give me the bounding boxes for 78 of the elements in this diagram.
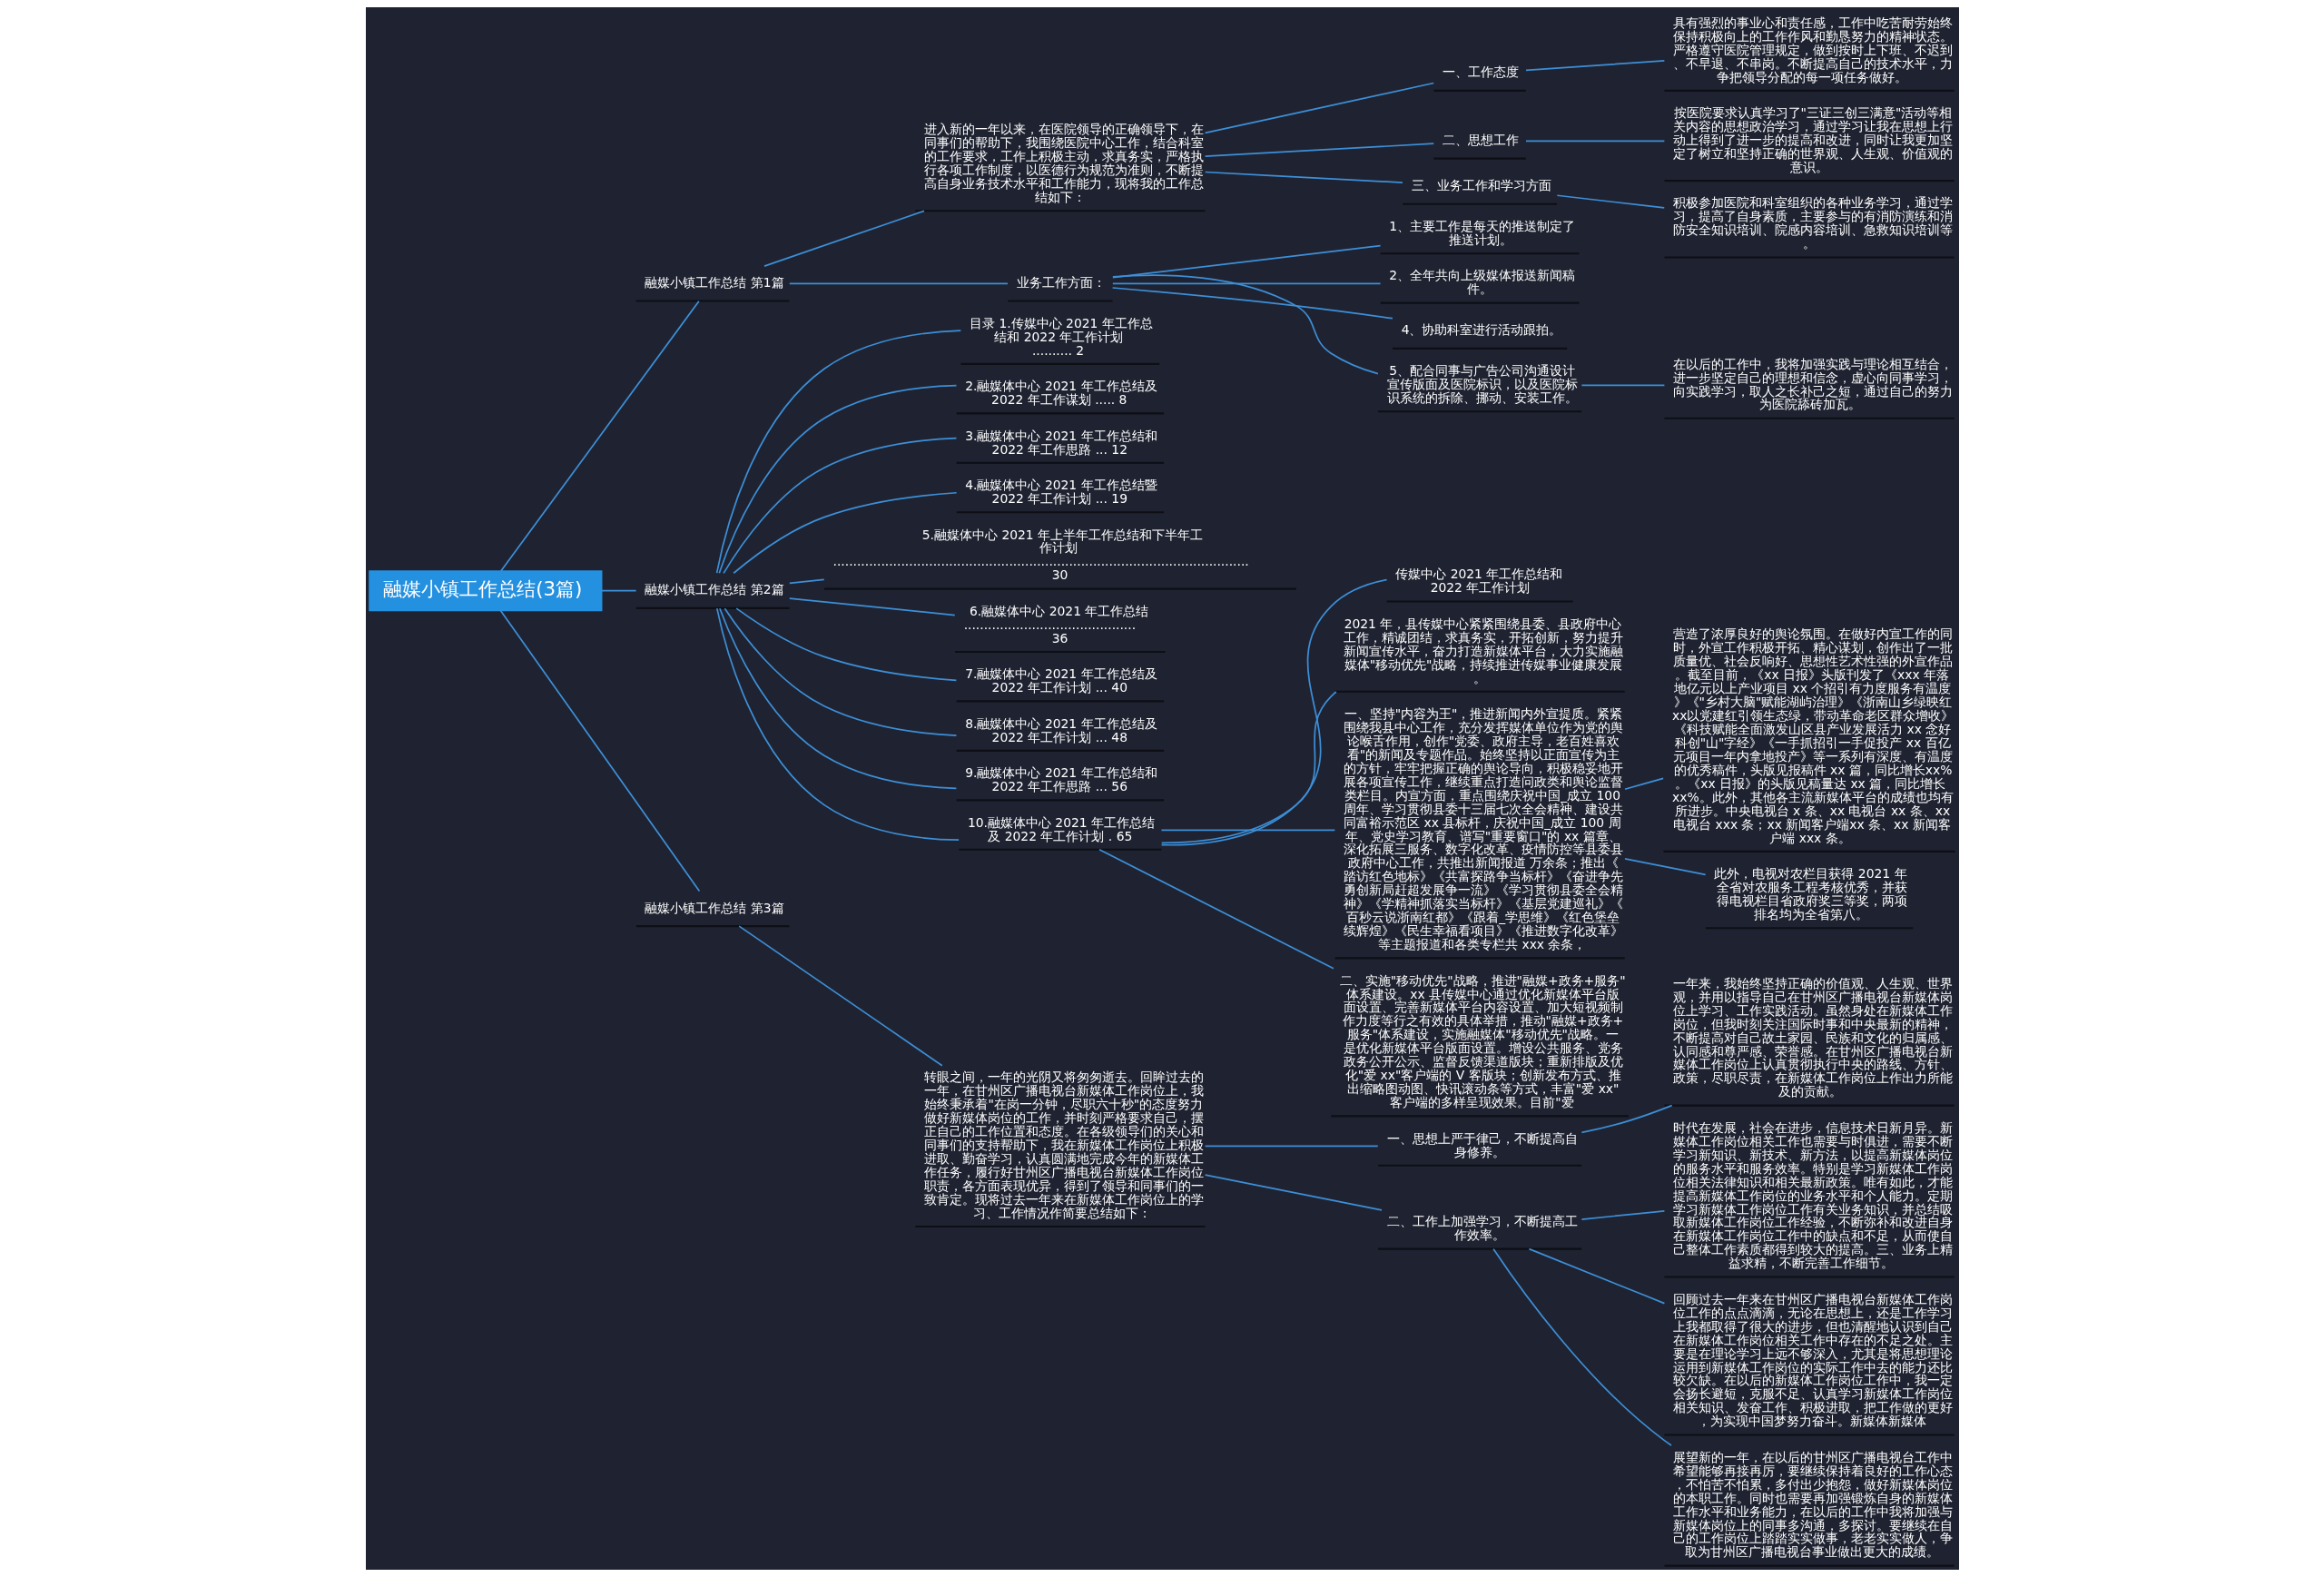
node-text: 三、业务工作和学习方面 xyxy=(1411,178,1551,193)
node-text: 具有强烈的事业心和责任感，工作中吃苦耐劳始终保持积极向上的工作作风和勤恳努力的精神状态。严格遵守医院管理规定，做到按时上下班、不迟到、不早退、不串岗。不断提高自己的技术水平，力争把领导分配的每一项任务做好。 xyxy=(1672,15,1953,84)
connector xyxy=(499,300,700,572)
node-text: 一年来，我始终坚持正确的价值观、人生观、世界观，并用以指导自己在甘州区广播电视台新媒体岗位上学习、工作实践活动。虽然身处在新媒体工作岗位，但我时刻关注国际时事和中央最新的精神，不断提高对自己故土家园、民族和文化的归属感、认同感和尊严感、荣誉感。在甘州区广播电视台新媒体工作岗位上认真贯彻执行中央的路线、方针、政策，尽职尽责，在新媒体工作岗位上作出力所能及的贡献。 xyxy=(1672,975,1953,1099)
connector xyxy=(1111,274,1379,375)
node-text: 积极参加医院和科室组织的各种业务学习，通过学习，提高了自身素质，主要参与的有消防演练和消防安全知识培训、院感内容培训、急救知识培训等。 xyxy=(1672,195,1953,251)
node-text: 2.融媒体中心 2021 年工作总结及 2022 年工作谋划 ..... 8 xyxy=(964,379,1157,408)
node-text: 一、坚持"内容为王"，推进新闻内外宣提质。紧紧围绕我县中心工作，充分发挥媒体单位作为党的舆论喉舌作用，创作"党委、政府主导，老百姓喜欢看"的新闻及专题作品。始终坚持以正面宣传为主的方针，牢牢把握正确的舆论导向，积极稳妥地开展各项宣传工作，继续重点打造问政类和舆论监督类栏目。内宣方面，重点围绕庆祝中国_成立 100周年、学习贯彻县委十三届七次全会精神、建设共同富裕示范区 xx 县标杆，庆祝中国_成立 100 周年、党史学习教育、谱写"重要窗口"的 xx 篇章、深化拓展三服务、数字化改革、疫情防控等县委县政府中心工作，共推出新闻报道 万余条；推出《踏访红色地标》《共富探路争当标杆》《奋进争先勇创新局赶超发展争一流》《学习贯彻县委全会精神》《学精神抓落实当标杆》《基层党建巡礼》《百秒云说浙南红都》《跟着_学思维》《红色堡垒续辉煌》《民生幸福看项目》《推进数字化改革》等主题报道和各类专栏共 xxx 余条， xyxy=(1343,706,1623,952)
node-box: 融媒小镇工作总结(3篇) xyxy=(368,570,602,612)
node-text: 目录 1.传媒中心 2021 年工作总结和 2022 年工作计划 .......... 2 xyxy=(969,315,1153,358)
node-text: 2021 年，县传媒中心紧紧围绕县委、县政府中心工作，精诚团结，求真务实，开拓创新，努力提升新闻宣传水平，奋力打造新媒体平台，大力实施融媒体"移动优先"战略，持续推进传媒事业健康发展。 xyxy=(1343,616,1623,685)
node-text: 传媒中心 2021 年工作总结和 2022 年工作计划 xyxy=(1394,567,1562,596)
connector xyxy=(1098,848,1334,970)
connector xyxy=(763,210,925,267)
connector xyxy=(1204,1174,1383,1211)
connector xyxy=(715,607,960,841)
node-text: 进入新的一年以来，在医院领导的正确领导下，在同事们的帮助下，我围绕医院中心工作，结合科室的工作要求，工作上积极主动，求真务实，严格执行各项工作制度，以医德行为规范为准则，不断提高自身业务技术水平和工作能力，现将我的工作总结如下： xyxy=(923,122,1204,205)
connector xyxy=(788,282,1009,285)
node-text: 7.融媒体中心 2021 年工作总结及 2022 年工作计划 ... 40 xyxy=(964,666,1157,695)
node-text: 10.融媒体中心 2021 年工作总结及 2022 年工作计划 . 65 xyxy=(967,814,1155,843)
connector xyxy=(1492,1247,1672,1446)
connector xyxy=(1204,143,1434,158)
node-text: 营造了浓厚良好的舆论氛围。在做好内宣工作的同时，外宣工作积极开拓、精心谋划，创作出了一批质量优、社会反响好、思想性艺术性强的外宣作品。截至目前，《xx 日报》头版刊发了《xxx 年落地亿元以上产业项目 xx 个招引有力度服务有温度》《"乡村大脑"赋能湖屿治理》《浙南山乡绿映红 xx以党建红引领生态绿，带动革命老区群众增收》《科技赋能全面激发山区县产业发展活力 xx 念好科创"山"字经》《一手抓招引一手促投产 xx 百亿元项目一年内拿地投产》等一系列有深度、有温度的优秀稿件，头版见报稿件 xx 篇，同比增长xx%。《xx 日报》的头版见稿量达 xx 篇，同比增长 xx%。此外，其他各主流新媒体平台的成绩也均有所进步。中央电视台 x 条、xx 电视台 xx 条、xx 电视台 xxx 条；xx 新闻客户端xx 条、xx 新闻客户端 xxx 条。 xyxy=(1671,626,1954,845)
node-text: 业务工作方面： xyxy=(1016,274,1106,290)
connector xyxy=(724,607,957,736)
connector xyxy=(1160,829,1335,832)
connector xyxy=(722,437,957,575)
node-text: 8.融媒体中心 2021 年工作总结及 2022 年工作计划 ... 48 xyxy=(964,715,1157,744)
connector xyxy=(1111,287,1393,320)
node-text: 2、全年共向上级媒体报送新闻稿件。 xyxy=(1388,268,1575,297)
connector xyxy=(1528,1247,1665,1305)
node-text: 二、实施"移动优先"战略，推进"融媒+政务+服务"体系建设。xx 县传媒中心通过优化新媒体平台版面设置、完善新媒体平台内容设置、加大短视频制作力度等行之有效的具体举措，推动"融媒+政务+服务"体系建设，实施融媒体"移动优先"战略。一是优化新媒体平台版面设置。增设公共服务、党务政务公开公示、监督反馈渠道版块；重新排版及优化"爱 xx"客户端的 V 客版块；创新发布方式、推出缩略图动图、快讯滚动条等方式，丰富"爱 xx"客户端的多样呈现效果。目前"爱 xyxy=(1339,972,1626,1110)
connector xyxy=(1204,82,1434,134)
connector xyxy=(1111,282,1381,285)
connector xyxy=(718,607,957,790)
connector xyxy=(1581,384,1665,387)
connector xyxy=(788,578,825,585)
connector xyxy=(715,330,961,575)
connector xyxy=(1160,578,1387,846)
connector xyxy=(737,925,943,1067)
node-text: 6.融媒体中心 2021 年工作总结 ........................................... 36 xyxy=(963,603,1148,646)
node-text: 1、主要工作是每天的推送制定了推送计划。 xyxy=(1388,219,1575,247)
node-text: 一、思想上严于律己，不断提高自身修养。 xyxy=(1386,1130,1578,1159)
connector xyxy=(1555,194,1665,209)
connector xyxy=(788,597,956,616)
node-text: 转眼之间，一年的光阴又将匆匆逝去。回眸过去的一年，在甘州区广播电视台新媒体工作岗位上，我始终秉承着"在岗一分钟，尽职六十秒"的态度努力做好新媒体岗位的工作，并时刻严格要求自己，摆正自己的工作位置和态度。在各级领导们的关心和同事们的支持帮助下，我在新媒体工作岗位上积极进取、勤奋学习，认真圆满地完成今年的新媒体工作任务，履行好甘州区广播电视台新媒体工作岗位职责，各方面表现优异，得到了领导和同事们的一致肯定。现将过去一年来在新媒体工作岗位上的学习、工作情况作简要总结如下： xyxy=(923,1069,1204,1220)
node-text: 二、工作上加强学习，不断提高工作效率。 xyxy=(1386,1214,1578,1243)
node-text: 此外，电视对农栏目获得 2021 年全省对农服务工程考核优秀，并获得电视栏目省政府奖三等奖，两项排名均为全省第八。 xyxy=(1713,866,1907,922)
node-text: 9.融媒体中心 2021 年工作总结和 2022 年工作思路 ... 56 xyxy=(964,765,1157,794)
node-text: 融媒小镇工作总结 第3篇 xyxy=(644,900,784,915)
connector xyxy=(732,491,957,575)
node-text: 融媒小镇工作总结 第1篇 xyxy=(644,274,784,290)
node-text: 展望新的一年，在以后的甘州区广播电视台工作中希望能够再接再厉，要继续保持着良好的工作心态，不怕苦不怕累，多付出少抱怨，做好新媒体岗位的本职工作。同时也需要再加强锻炼自身的新媒体工作水平和业务能力，在以后的工作中我将加强与新媒体岗位上的同事多沟通，多探讨。要继续在自己的工作岗位上踏踏实实做事，老老实实做人，争取为甘州区广播电视台事业做出更大的成绩。 xyxy=(1672,1449,1953,1560)
connector xyxy=(734,607,957,682)
connector xyxy=(1524,140,1665,143)
node-text: 回顾过去一年来在甘州区广播电视台新媒体工作岗位工作的点点滴滴，无论在思想上，还是工作学习上我都取得了很大的进步，但也清醒地认识到自己在新媒体工作岗位相关工作中存在的不足之处。主要是在理论学习上远不够深入，尤其是将思想理论运用到新媒体工作岗位的实际工作中去的能力还比较欠缺。在以后的新媒体工作岗位工作中，我一定会扬长避短，克服不足、认真学习新媒体工作岗位相关知识、发奋工作、积极进取，把工作做的更好，为实现中国梦努力奋斗。新媒体新媒体 xyxy=(1672,1291,1953,1429)
node-text: 二、思想工作 xyxy=(1442,133,1519,148)
connector xyxy=(1204,1145,1379,1148)
connector xyxy=(1524,60,1665,72)
node-text: 一、工作态度 xyxy=(1442,64,1519,80)
connector xyxy=(498,609,700,892)
node-text: 4.融媒体中心 2021 年工作总结暨 2022 年工作计划 ... 19 xyxy=(964,478,1157,507)
connector xyxy=(1623,777,1664,791)
connector xyxy=(717,384,957,575)
connector xyxy=(1581,1104,1673,1134)
node-text: 按医院要求认真学习了"三证三创三满意"活动等相关内容的思想政治学习，通过学习让我在思想上行动上得到了进一步的提高和改进，同时让我更加坚定了树立和坚持正确的世界观、人生观、价值观的意识。 xyxy=(1672,105,1953,174)
connector xyxy=(1204,171,1403,183)
node-text: 5、配合同事与广告公司沟通设计宣传版面及医院标识，以及医院标识系统的拆除、挪动、安装工作。 xyxy=(1386,363,1578,405)
connector xyxy=(600,589,636,592)
node-text: 3.融媒体中心 2021 年工作总结和 2022 年工作思路 ... 12 xyxy=(964,428,1157,457)
node-text: 4、协助科室进行活动跟拍。 xyxy=(1401,322,1561,338)
node-text: 时代在发展，社会在进步，信息技术日新月异。新媒体工作岗位相关工作也需要与时俱进，需要不断学习新知识、新技术、新方法，以提高新媒体岗位的服务水平和服务效率。特别是学习新媒体工作岗位相关法律知识和相关最新政策。唯有如此，才能提高新媒体工作岗位的业务水平和个人能力。定期学习新媒体工作岗位工作有关业务知识，并总结吸取新媒体工作岗位工作经验，不断弥补和改进自身在新媒体工作岗位工作中的缺点和不足，从而使自己整体工作素质都得到较大的提高。三、业务上精益求精，不断完善工作细节。 xyxy=(1672,1119,1953,1271)
node-text: 融媒小镇工作总结 第2篇 xyxy=(644,582,784,597)
connector xyxy=(1581,1210,1665,1220)
connector xyxy=(1160,691,1337,844)
connector xyxy=(1623,858,1706,876)
node-text: 在以后的工作中，我将加强实践与理论相互结合，进一步坚定自己的理想和信念，虚心向同事学习，向实践学习，取人之长补己之短，通过自己的努力为医院舔砖加瓦。 xyxy=(1672,356,1953,412)
node-text: 5.融媒体中心 2021 年上半年工作总结和下半年工作计划 ........................................................................................................ 30 xyxy=(832,527,1249,583)
